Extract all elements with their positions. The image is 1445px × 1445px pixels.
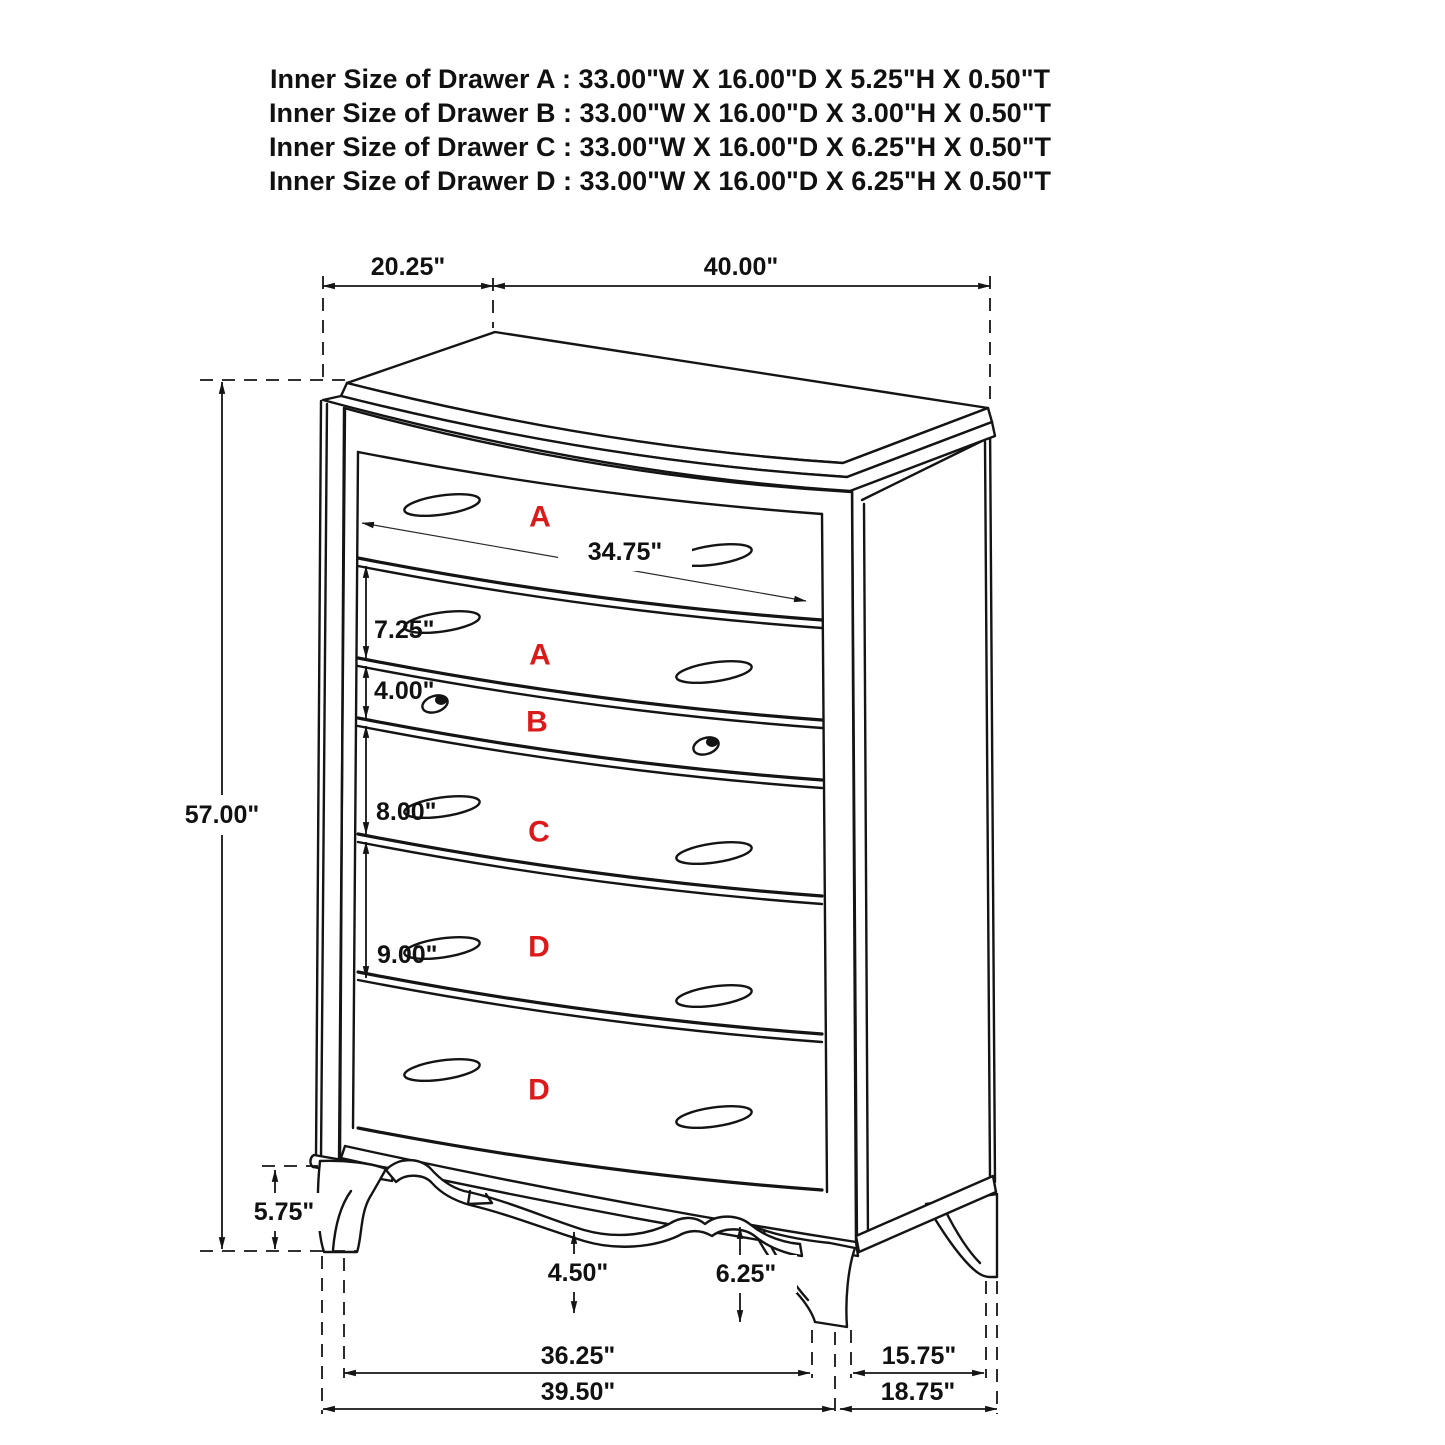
spec-line-drawer-c: Inner Size of Drawer C : 33.00"W X 16.00… xyxy=(269,132,1052,162)
dim-apron-clearance-center-label: 4.50" xyxy=(548,1259,609,1287)
dim-base-outer-width-label: 39.50" xyxy=(541,1378,615,1406)
cabinet-top xyxy=(321,330,997,493)
dim-top-depth-label: 20.25" xyxy=(371,253,445,281)
dim-top-width: 40.00" xyxy=(492,253,991,290)
dim-top-width-label: 40.00" xyxy=(704,253,778,281)
drawer-label-d1: D xyxy=(528,931,550,964)
dim-base-outer-depth: 18.75" xyxy=(839,1378,998,1413)
handle-a2-left xyxy=(403,610,481,634)
handle-d1-right xyxy=(675,984,753,1008)
dim-drawer-front-width: 34.75" xyxy=(361,521,807,603)
dim-leg-height-label: 5.75" xyxy=(254,1198,315,1226)
front-left-leg xyxy=(316,1159,388,1254)
drawer-label-a2: A xyxy=(529,639,551,672)
dim-drawer-c-height: 8.00" xyxy=(362,725,437,835)
dim-drawer-a-height-label: 7.25" xyxy=(374,616,435,644)
cabinet-drawing xyxy=(309,330,999,1329)
spec-line-drawer-b: Inner Size of Drawer B : 33.00"W X 16.00… xyxy=(269,98,1052,128)
dim-drawer-d-height: 9.00" xyxy=(362,841,438,979)
dim-drawer-b-height-label: 4.00" xyxy=(374,677,435,705)
dimension-annotations: 20.25" 40.00" 57.00" 34.75" 7.25" 4.00" xyxy=(152,253,998,1414)
dim-base-inner-depth-label: 15.75" xyxy=(882,1342,956,1370)
dim-leg-height: 5.75" xyxy=(246,1169,324,1250)
apron-notch xyxy=(466,1189,494,1206)
dim-base-inner-width-label: 36.25" xyxy=(541,1342,615,1370)
handle-c-right xyxy=(675,841,753,865)
handle-d1-left xyxy=(403,936,481,960)
knob-b-right xyxy=(692,736,720,756)
dim-overall-height-label: 57.00" xyxy=(185,801,259,829)
handle-d2-right xyxy=(675,1105,753,1129)
handle-c-left xyxy=(403,795,481,819)
drawer-label-b: B xyxy=(526,706,548,739)
header-spec-block: Inner Size of Drawer A : 33.00"W X 16.00… xyxy=(269,64,1052,196)
dim-apron-clearance-right: 6.25" xyxy=(695,1226,797,1323)
dim-base-inner-depth: 15.75" xyxy=(852,1342,985,1377)
knob-b-left xyxy=(421,694,449,714)
drawer-letter-labels: A A B C D D xyxy=(526,501,551,1107)
handle-a1-left xyxy=(403,493,481,517)
spec-line-drawer-d: Inner Size of Drawer D : 33.00"W X 16.00… xyxy=(269,166,1052,196)
handle-a2-right xyxy=(675,660,753,684)
dim-base-inner-width: 36.25" xyxy=(343,1342,811,1377)
dim-drawer-front-width-label: 34.75" xyxy=(588,538,662,566)
dim-drawer-b-height: 4.00" xyxy=(362,665,435,719)
spec-line-drawer-a: Inner Size of Drawer A : 33.00"W X 16.00… xyxy=(270,64,1051,94)
drawer-label-d2: D xyxy=(528,1074,550,1107)
cabinet-right-side-panel xyxy=(850,418,997,1246)
dim-apron-clearance-right-label: 6.25" xyxy=(716,1260,777,1288)
handle-d2-left xyxy=(403,1058,481,1082)
dim-apron-clearance-center: 4.50" xyxy=(527,1231,629,1314)
drawer-label-c: C xyxy=(528,816,550,849)
dim-drawer-c-height-label: 8.00" xyxy=(376,798,437,826)
apron xyxy=(384,1158,804,1258)
dim-overall-height: 57.00" xyxy=(152,381,292,1250)
dim-base-outer-width: 39.50" xyxy=(322,1378,835,1413)
drawer-handles xyxy=(403,493,753,1129)
dim-base-outer-depth-label: 18.75" xyxy=(881,1378,955,1406)
dim-top-depth: 20.25" xyxy=(322,253,494,290)
drawer-label-a1: A xyxy=(529,501,551,534)
right-bottom-rail xyxy=(854,1174,998,1254)
dim-drawer-a-height: 7.25" xyxy=(362,565,435,659)
dim-drawer-d-height-label: 9.00" xyxy=(377,941,438,969)
extension-lines xyxy=(200,276,998,1414)
